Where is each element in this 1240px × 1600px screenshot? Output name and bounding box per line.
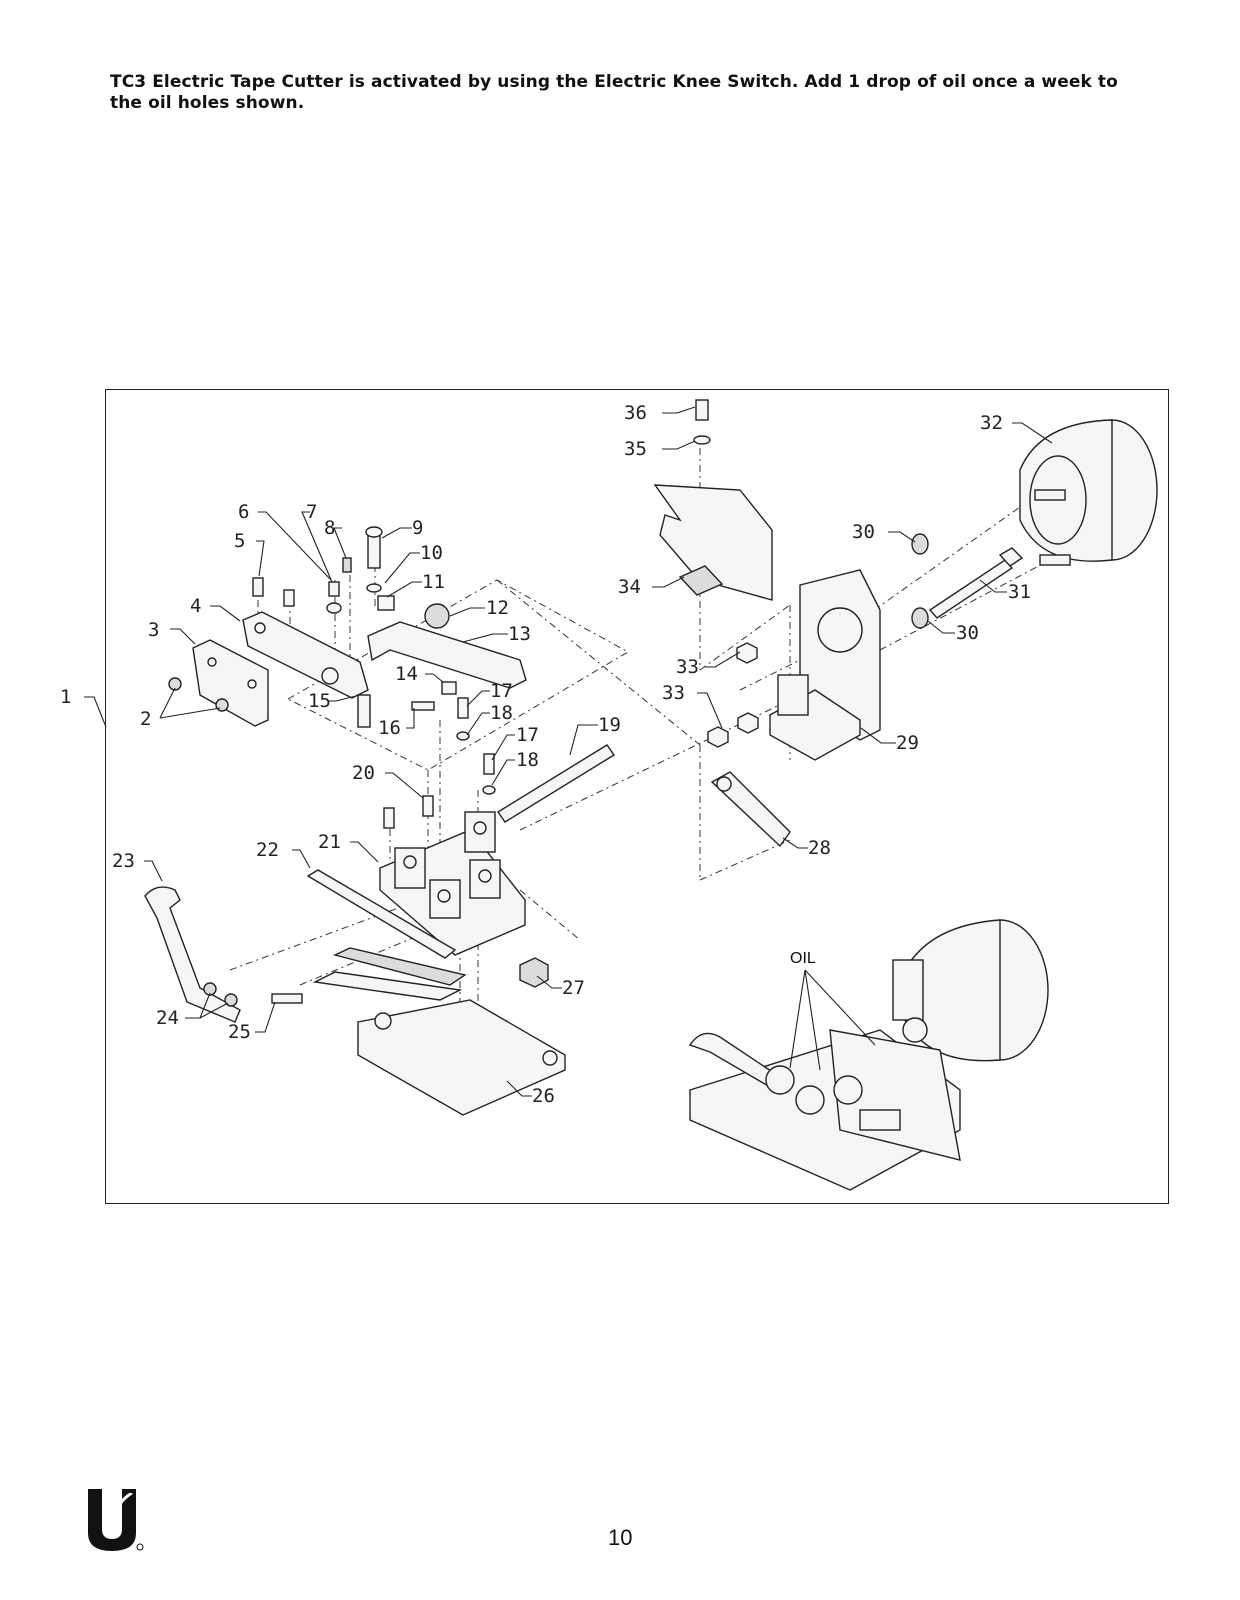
callout-7: 7: [306, 501, 317, 523]
callout-leaders: [84, 406, 1053, 1097]
callout-13: 13: [508, 623, 531, 645]
callout-9: 9: [412, 517, 423, 539]
callout-10: 10: [420, 542, 443, 564]
callout-31: 31: [1008, 581, 1031, 603]
callout-23: 23: [112, 850, 135, 872]
callout-3: 3: [148, 619, 159, 641]
callout-17: 17: [516, 724, 539, 746]
callout-21: 21: [318, 831, 341, 853]
callout-22: 22: [256, 839, 279, 861]
parts-center-block: [144, 811, 566, 1116]
callout-33: 33: [662, 682, 685, 704]
callout-30: 30: [852, 521, 875, 543]
page-number: 10: [608, 1525, 633, 1550]
callout-5: 5: [234, 530, 245, 552]
oil-label: OIL: [790, 950, 816, 967]
callout-14: 14: [395, 663, 418, 685]
callout-15: 15: [308, 690, 331, 712]
callout-30: 30: [956, 622, 979, 644]
callout-17: 17: [490, 680, 513, 702]
assembled-view: [688, 919, 1049, 1191]
callout-12: 12: [486, 597, 509, 619]
callout-18: 18: [516, 749, 539, 771]
intro-text: TC3 Electric Tape Cutter is activated by…: [110, 72, 1118, 113]
diagram-frame: [105, 389, 1169, 1204]
callout-25: 25: [228, 1021, 251, 1043]
callout-27: 27: [562, 977, 585, 999]
oil-indicator: OIL: [789, 950, 876, 1071]
callout-8: 8: [324, 517, 335, 539]
callout-1: 1: [60, 686, 71, 708]
callout-34: 34: [618, 576, 641, 598]
callout-24: 24: [156, 1007, 179, 1029]
callout-26: 26: [532, 1085, 555, 1107]
callout-19: 19: [598, 714, 621, 736]
callout-32: 32: [980, 412, 1003, 434]
u-logo-icon: [88, 1489, 144, 1551]
callout-4: 4: [190, 595, 201, 617]
callout-16: 16: [378, 717, 401, 739]
callout-28: 28: [808, 837, 831, 859]
parts-upper-left: [168, 526, 615, 829]
callout-18: 18: [490, 702, 513, 724]
callout-33: 33: [676, 656, 699, 678]
parts-right-cluster: [653, 399, 1158, 848]
callout-29: 29: [896, 732, 919, 754]
callout-35: 35: [624, 438, 647, 460]
callout-20: 20: [352, 762, 375, 784]
callout-6: 6: [238, 501, 249, 523]
callout-2: 2: [140, 708, 151, 730]
callout-11: 11: [422, 571, 445, 593]
callout-36: 36: [624, 402, 647, 424]
